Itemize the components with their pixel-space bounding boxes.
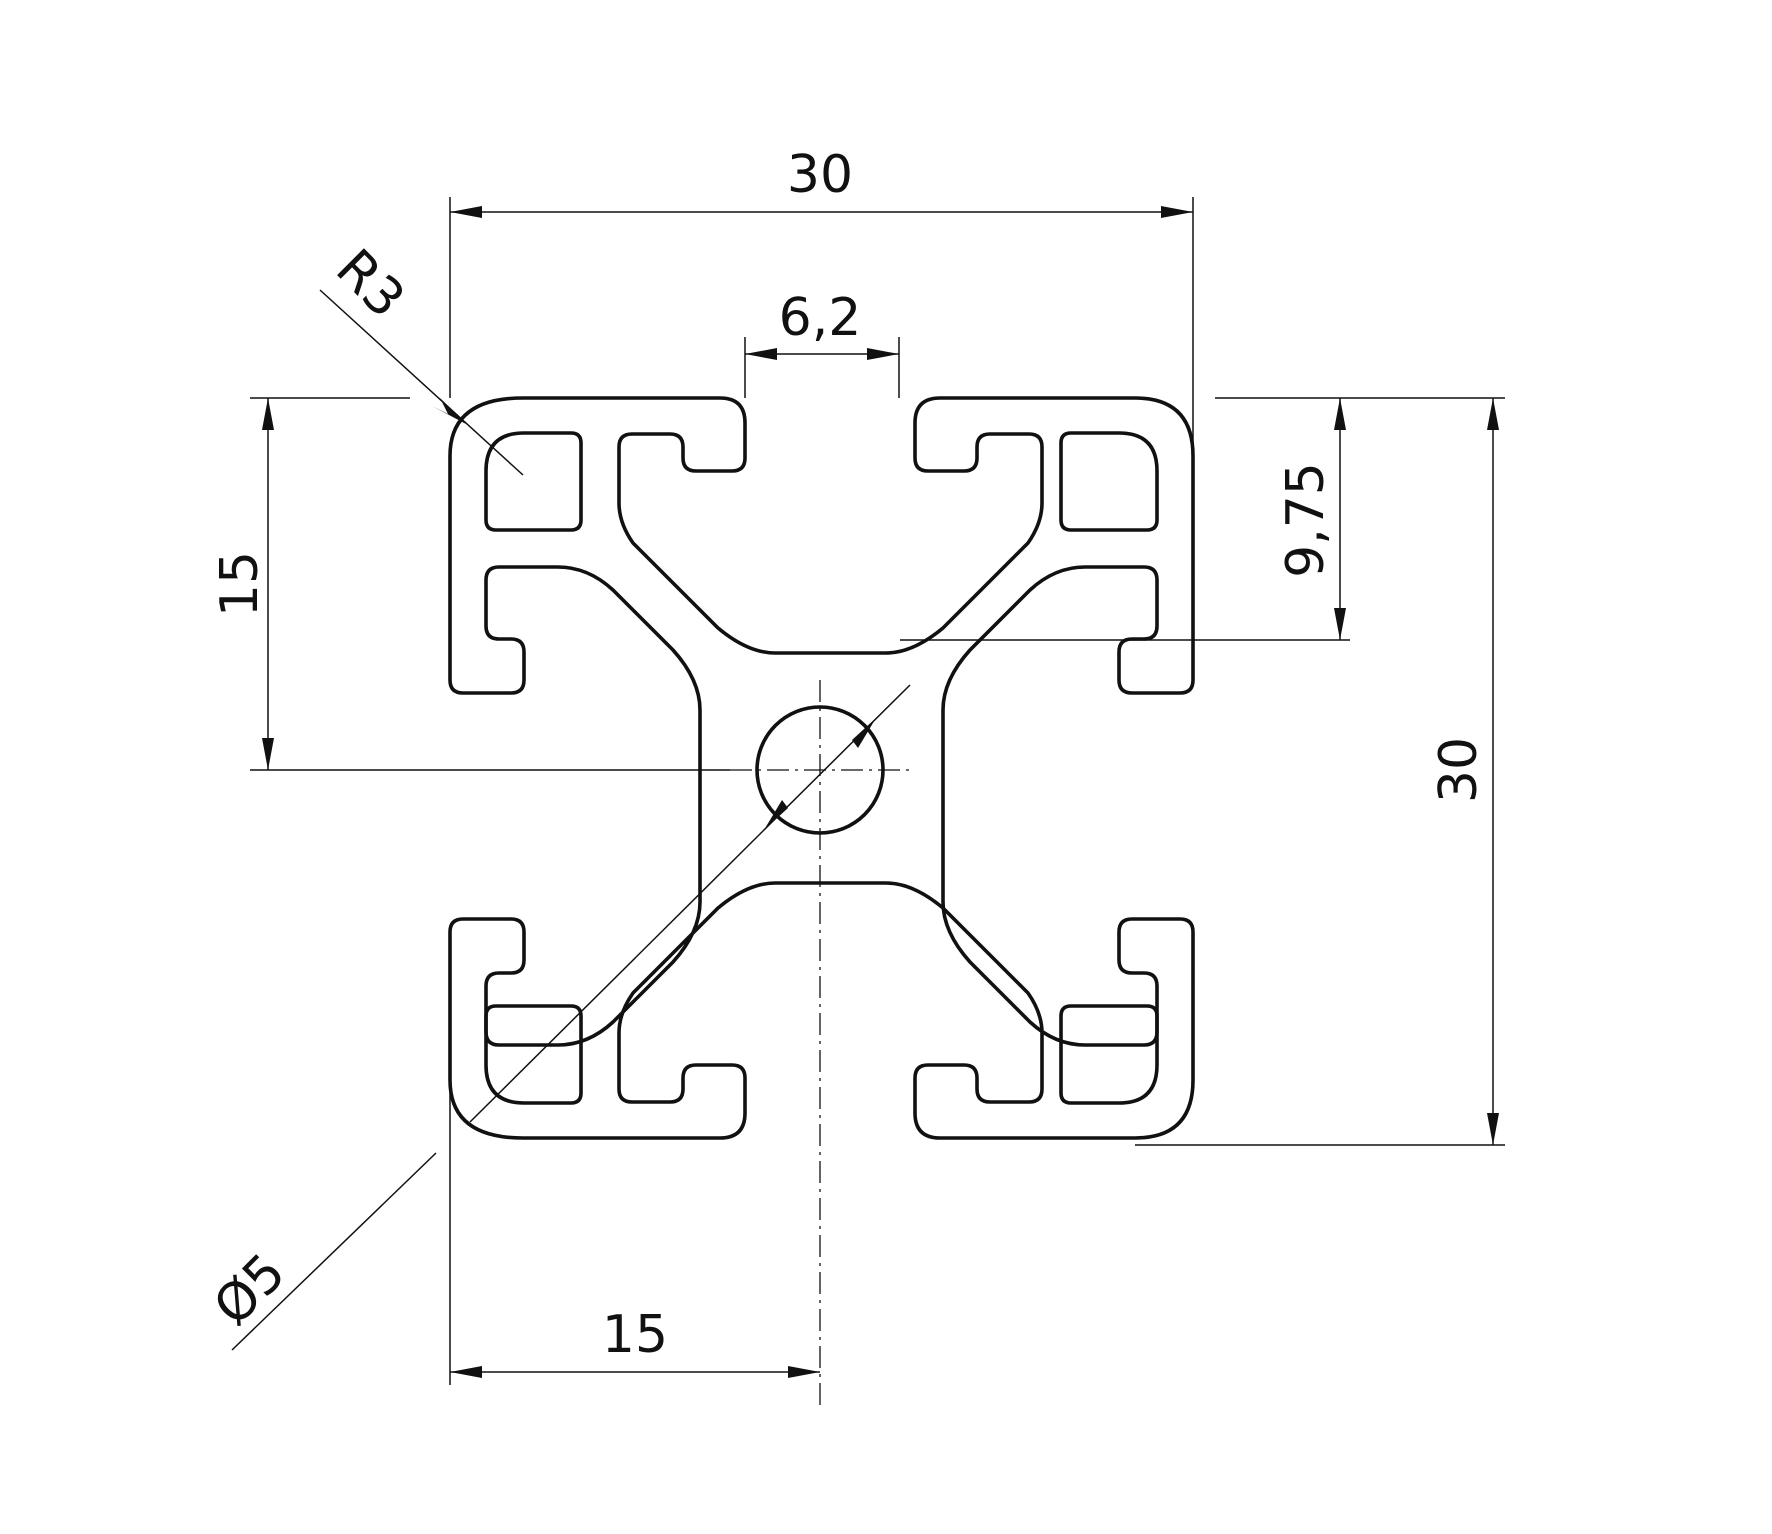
cavity-top-right	[1059, 431, 1159, 532]
dim-half-height: 15	[210, 551, 270, 617]
center-lines	[730, 680, 915, 1410]
dim-half-width: 15	[602, 1305, 668, 1365]
dim-slot-width: 6,2	[779, 288, 862, 348]
dimension-lines	[231, 206, 1499, 1378]
dim-depth: 9,75	[1276, 462, 1336, 578]
cavity-top-left	[484, 431, 583, 532]
dim-height: 30	[1429, 737, 1489, 803]
dim-radius: R3	[324, 238, 415, 329]
profile-outline	[448, 396, 1195, 1140]
cavity-bottom-right	[1059, 1004, 1159, 1105]
dim-bore: Ø5	[203, 1243, 298, 1338]
dimension-labels: 30 6,2 R3 15 9,75 30 Ø5 15	[203, 145, 1489, 1365]
dim-width-top: 30	[787, 145, 853, 205]
outer-contour	[448, 396, 1195, 1140]
extension-lines	[250, 197, 1505, 1385]
cavity-bottom-left	[484, 1004, 583, 1105]
